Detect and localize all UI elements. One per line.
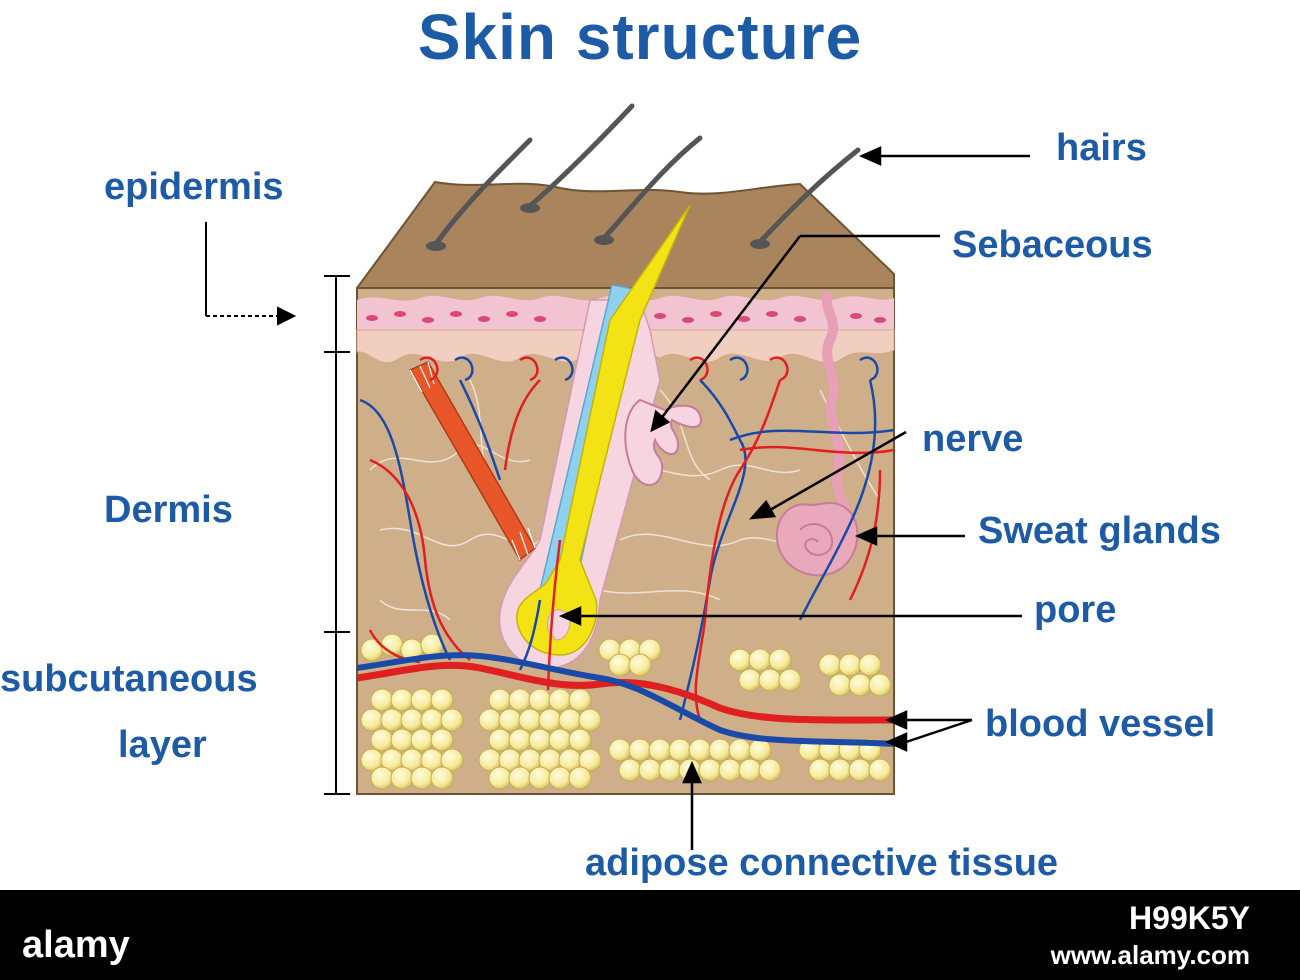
label-epidermis: epidermis — [104, 166, 284, 208]
surface-hairs — [433, 103, 861, 247]
main-artery — [357, 661, 894, 724]
label-blood-vessel: blood vessel — [985, 703, 1216, 745]
label-adipose-tissue: adipose connective tissue — [585, 842, 1059, 884]
label-sweat-glands: Sweat glands — [978, 510, 1221, 552]
label-nerve: nerve — [922, 418, 1024, 460]
pink-cells — [366, 311, 886, 323]
label-sebaceous: Sebaceous — [952, 224, 1153, 266]
label-hairs: hairs — [1056, 127, 1147, 169]
site-url: www.alamy.com — [1050, 940, 1250, 970]
label-pore: pore — [1034, 589, 1117, 631]
label-layer: layer — [118, 724, 207, 766]
page-title: Skin structure — [417, 1, 863, 73]
image-id: H99K5Y — [1129, 900, 1250, 936]
sebaceous-gland — [624, 398, 702, 486]
label-subcutaneous: subcutaneous — [0, 658, 258, 700]
epidermis-top-surface — [356, 180, 895, 291]
sweat-duct — [821, 290, 855, 532]
hair-pores — [426, 203, 770, 251]
alamy-logo: alamy — [22, 924, 130, 966]
skin-cross-section — [205, 103, 1030, 850]
epidermis-pointer — [205, 222, 297, 326]
pointer-lines — [558, 146, 1030, 850]
dermal-capillaries — [359, 356, 894, 721]
watermark-footer: alamy H99K5Y www.alamy.com — [0, 890, 1300, 980]
main-vein — [357, 652, 894, 747]
muscle-tendons — [409, 361, 536, 561]
label-dermis: Dermis — [104, 489, 233, 531]
layer-brackets — [324, 275, 350, 795]
adipose-fat-cells — [360, 633, 892, 790]
sweat-gland-coil — [775, 502, 859, 577]
